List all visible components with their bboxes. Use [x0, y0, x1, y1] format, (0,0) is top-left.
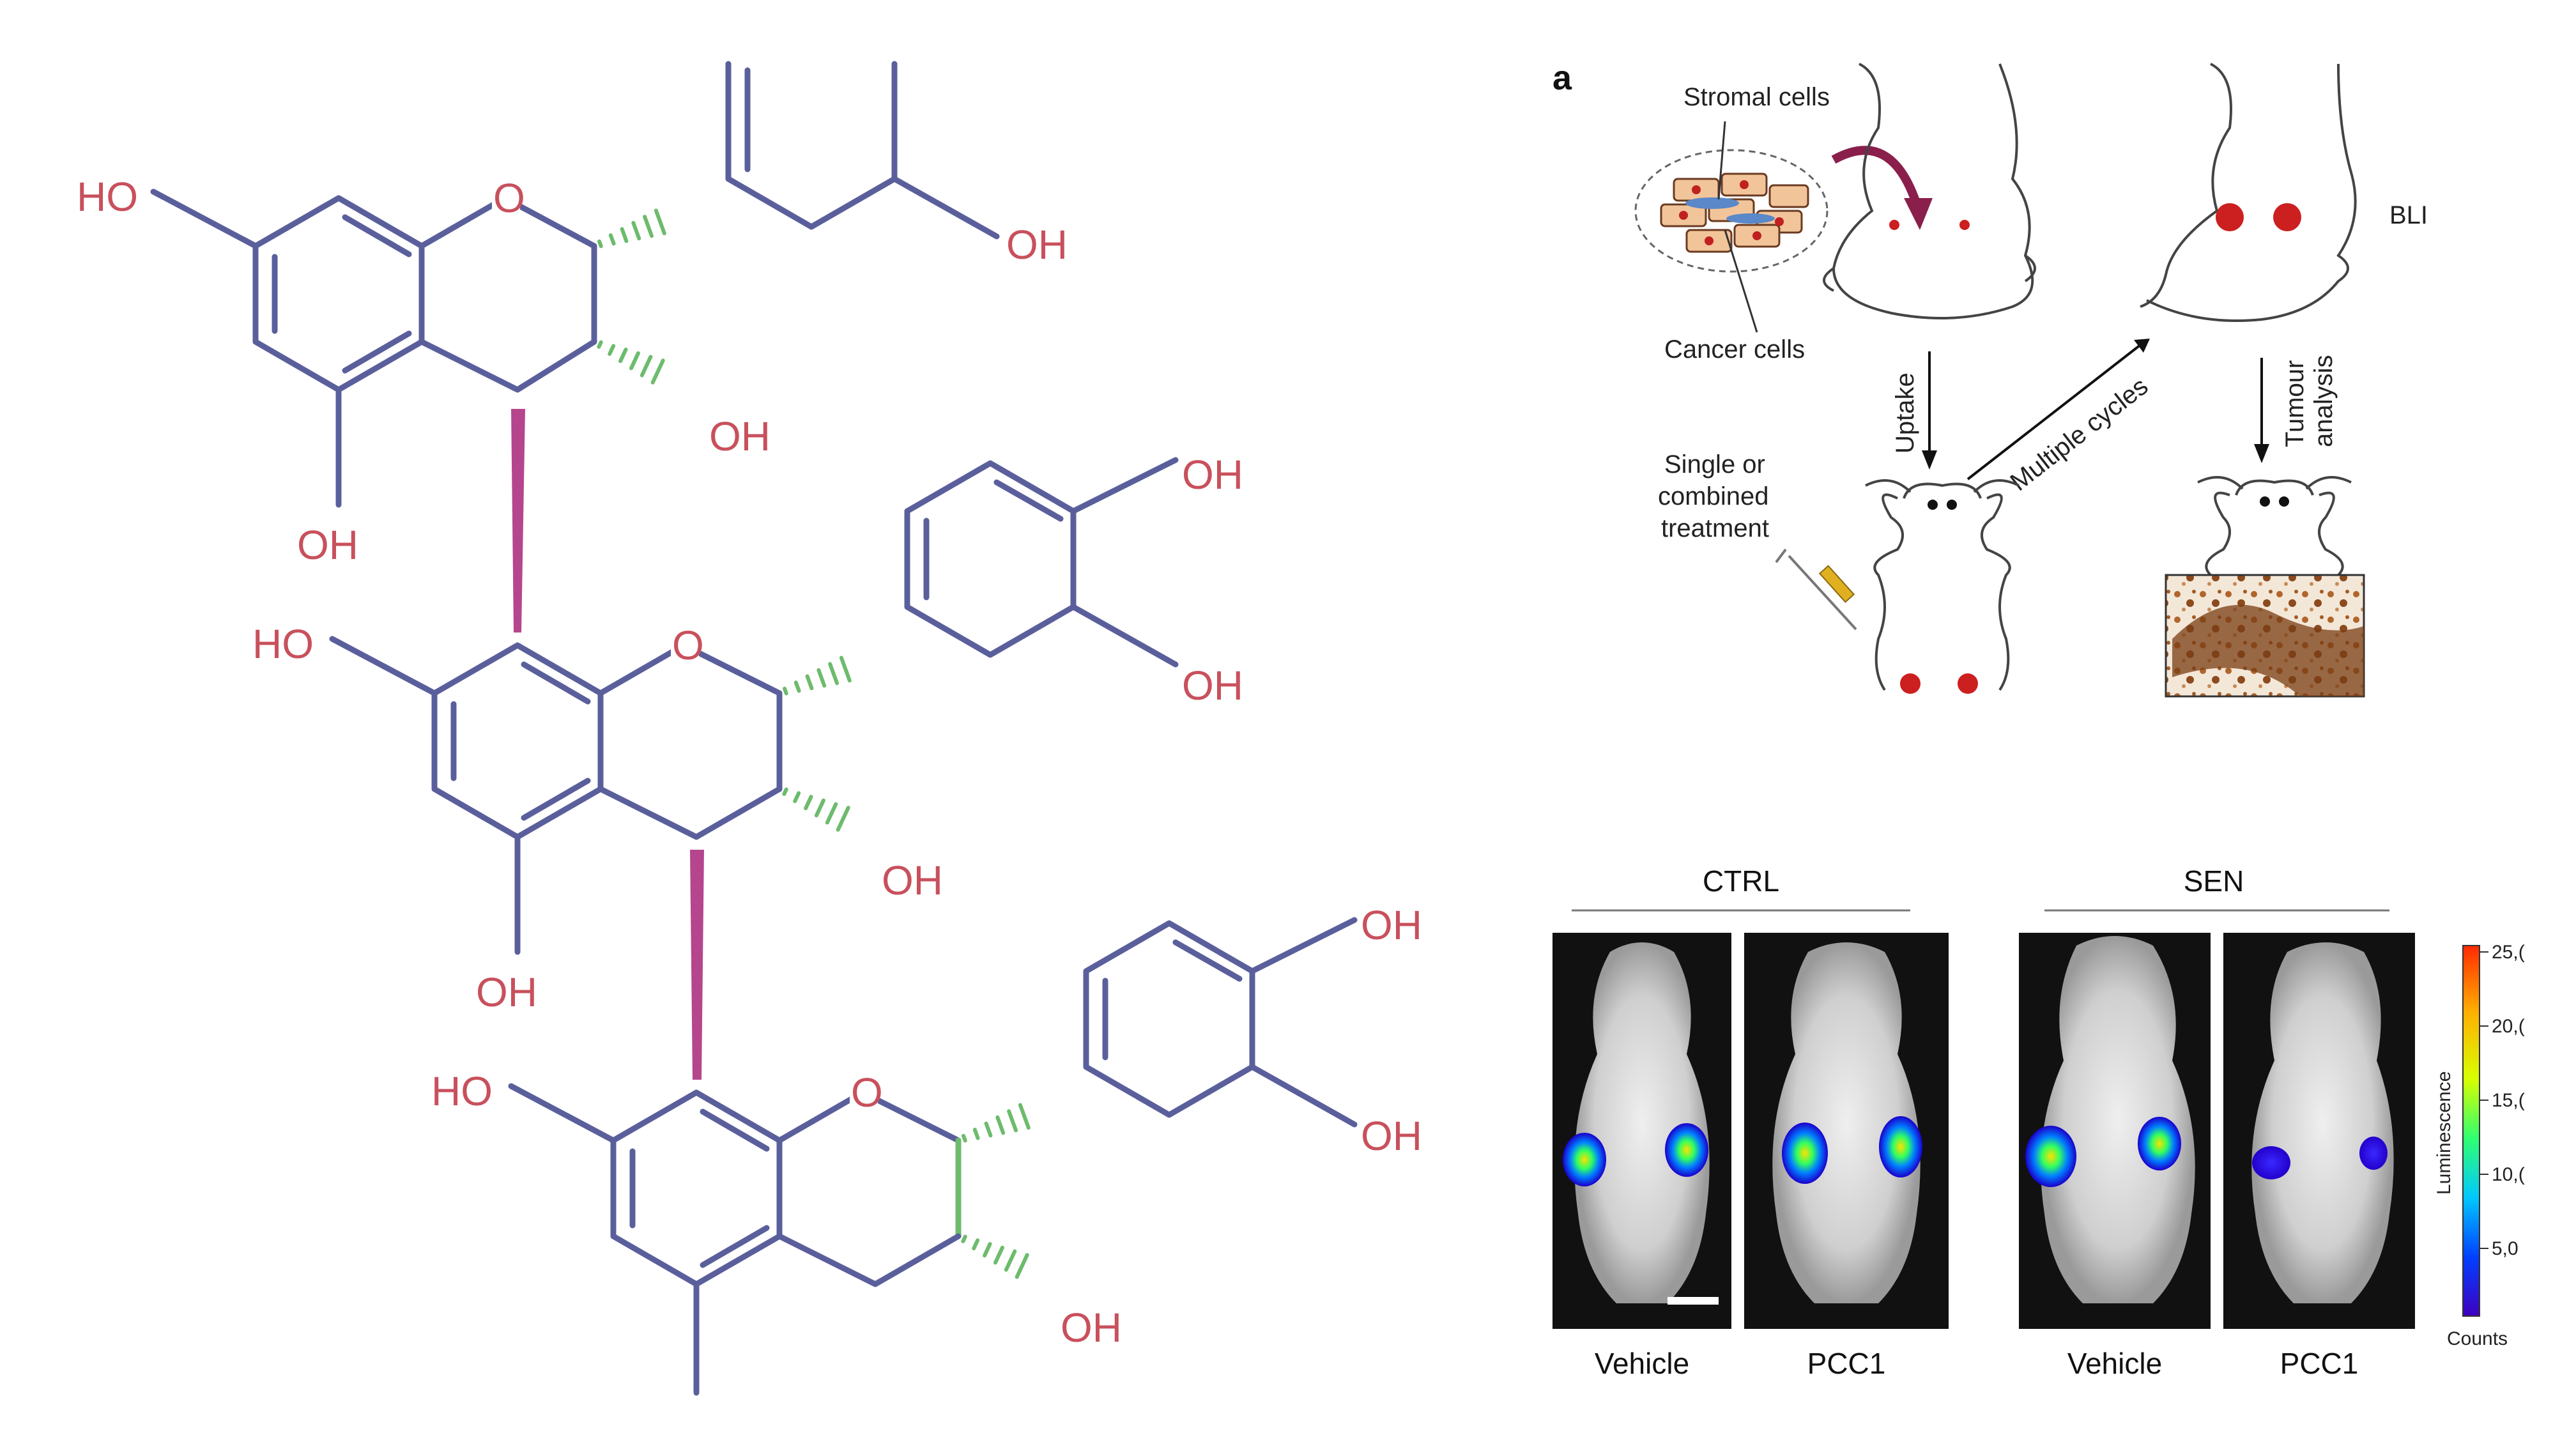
a-ring: [252, 195, 425, 393]
mouse-eye: [2260, 496, 2270, 507]
label-bli: BLI: [2389, 201, 2428, 229]
tumour-dot-large: [2273, 203, 2301, 231]
hydroxyl-label: OH: [709, 413, 770, 459]
b-ring: [1083, 920, 1255, 1118]
hydroxyl-label: OH: [1061, 1305, 1122, 1351]
flavanol-unit-top: [150, 61, 1000, 508]
colorbar-tick: 15,(: [2492, 1090, 2525, 1111]
mouse-eye: [1947, 500, 1957, 510]
label-treatment-line1: Single or: [1664, 450, 1765, 479]
cell-cluster: [1660, 172, 1809, 253]
bli-image-ctrl-vehicle: [1552, 933, 1731, 1329]
a-ring: [610, 1089, 783, 1287]
syringe-icon: [1775, 548, 1857, 631]
hydroxyl-label: OH: [1182, 663, 1243, 709]
colorbar-tick: 10,(: [2492, 1164, 2525, 1185]
colorbar-unit: Counts: [2447, 1328, 2508, 1349]
group-label-sen: SEN: [2184, 864, 2244, 898]
label-treatment-line2: combined: [1658, 482, 1768, 510]
group-label-ctrl: CTRL: [1703, 864, 1779, 898]
scale-bar: [1667, 1297, 1719, 1305]
colorbar-tick: 25,(: [2492, 942, 2525, 963]
column-label-pcc1: PCC1: [2280, 1347, 2359, 1380]
panel-a-schematic: a Stromal cells Cancer cells: [1552, 59, 2428, 698]
colorbar-tick: 5,0: [2492, 1238, 2518, 1259]
wedge-bond-4-8-upper: [511, 409, 525, 632]
label-uptake: Uptake: [1891, 372, 1919, 454]
hydroxyl-label: HO: [77, 174, 138, 220]
hydroxyl-label: OH: [1006, 222, 1068, 268]
c-ring: [597, 642, 783, 840]
b-ring: [904, 460, 1077, 658]
mouse-outline-analysis: [2197, 476, 2352, 576]
label-cancer-cells: Cancer cells: [1664, 335, 1805, 364]
injection-arrow: [1831, 146, 1921, 206]
atom-labels: O O O HO HO HO OH OH OH OH OH OH OH OH O…: [77, 174, 1422, 1351]
ring-oxygen-2: O: [672, 622, 704, 668]
hydroxyl-label: HO: [431, 1068, 493, 1114]
tumour-dot: [1900, 673, 1920, 694]
label-analysis: analysis: [2310, 355, 2338, 447]
panel-letter-a: a: [1552, 59, 1572, 97]
hydroxyl-label: OH: [1182, 452, 1243, 498]
column-label-vehicle: Vehicle: [1595, 1347, 1689, 1380]
ho-bond: [150, 188, 259, 249]
mouse-eye: [2279, 496, 2289, 507]
hydroxyl-label: OH: [882, 857, 943, 903]
ring-oxygen-1: O: [493, 175, 525, 221]
mouse-outline-bli: [2140, 63, 2357, 322]
flavanol-unit-bottom: [508, 917, 1358, 1396]
tumour-dot: [1959, 220, 1970, 230]
hashed-bonds: [597, 208, 1031, 1279]
a-ring: [431, 642, 604, 840]
bli-image-sen-pcc1: [2223, 933, 2415, 1329]
bli-image-sen-vehicle: [2019, 933, 2211, 1329]
c-ring: [418, 195, 597, 393]
bli-image-ctrl-pcc1: [1744, 933, 1949, 1329]
mouse-eye: [1928, 500, 1938, 510]
column-label-pcc1: PCC1: [1807, 1347, 1886, 1380]
ring-oxygen-3: O: [851, 1070, 883, 1116]
luminescence-colorbar: 25,( 20,( 15,( 10,( 5,0 Luminescence Cou…: [2434, 942, 2525, 1349]
wedge-bond-4-8-lower: [690, 850, 704, 1080]
label-stromal-cells: Stromal cells: [1683, 83, 1830, 111]
panel-b-bli: CTRL SEN: [1552, 864, 2525, 1380]
flavanol-unit-middle: [329, 457, 1179, 955]
multiple-cycles-arrow: [1966, 344, 2142, 480]
column-label-vehicle: Vehicle: [2067, 1347, 2162, 1380]
colorbar-tick: 20,(: [2492, 1016, 2525, 1037]
mouse-outline-injection: [1823, 63, 2036, 319]
hydroxyl-label: OH: [476, 969, 537, 1015]
cell-mixture: [1634, 149, 1828, 273]
procyanidin-structure: [150, 61, 1358, 1396]
label-treatment-line3: treatment: [1661, 514, 1769, 542]
tumour-dot-large: [2216, 203, 2244, 231]
hydroxyl-label: OH: [1361, 1113, 1422, 1159]
hydroxyl-label: OH: [297, 522, 358, 568]
hydroxyl-label: HO: [252, 621, 314, 667]
tumour-dot: [1958, 673, 1978, 694]
mouse-outline-treatment: [1865, 479, 2020, 691]
hydroxyl-label: OH: [1361, 902, 1422, 948]
label-tumour: Tumour: [2281, 360, 2309, 447]
b-ring-top-partial: [725, 61, 898, 230]
colorbar-title: Luminescence: [2434, 1071, 2455, 1195]
tumour-dot: [1889, 220, 1899, 230]
